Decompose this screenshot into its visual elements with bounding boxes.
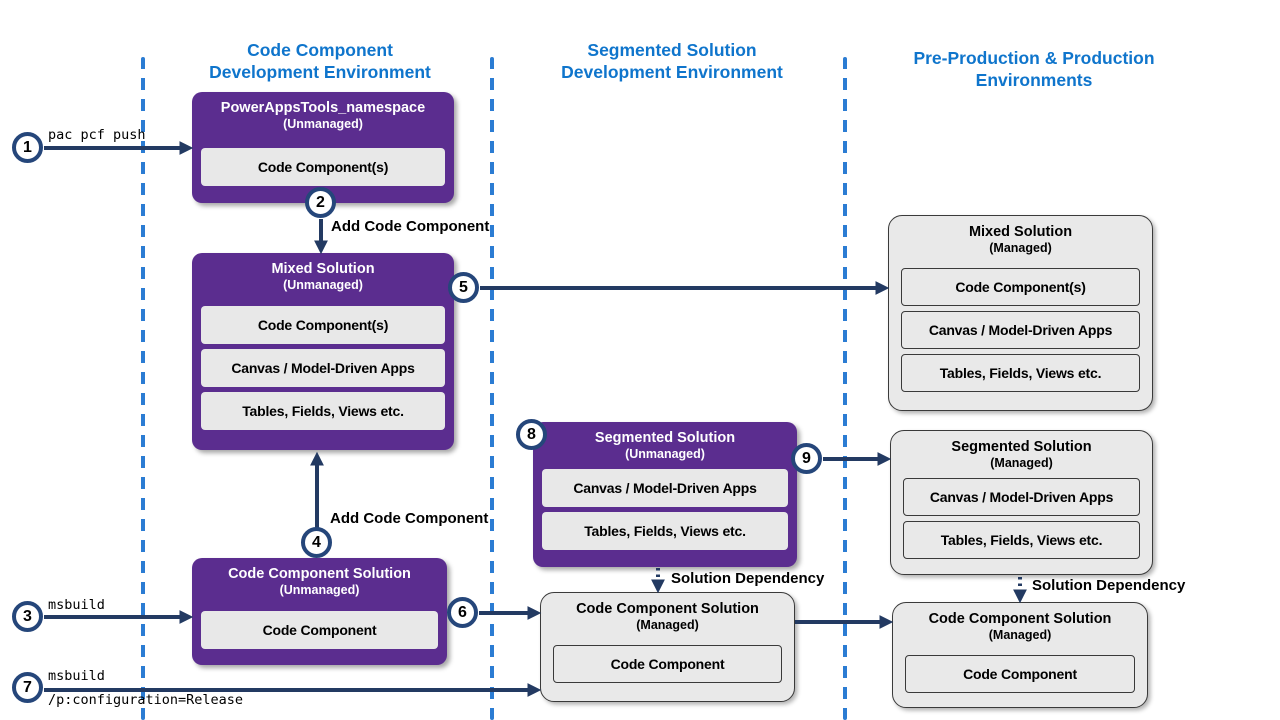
box-segmented-solution-unmanaged: Segmented Solution (Unmanaged) Canvas / …: [533, 422, 797, 567]
box-row-code-component: Code Component: [553, 645, 782, 683]
box-row-tables-fields-views: Tables, Fields, Views etc.: [201, 392, 445, 430]
box-powerappstools-namespace-unmanaged: PowerAppsTools_namespace (Unmanaged) Cod…: [192, 92, 454, 203]
header-line: Development Environment: [561, 62, 783, 82]
box-row-canvas-model-apps: Canvas / Model-Driven Apps: [542, 469, 788, 507]
box-row-canvas-model-apps: Canvas / Model-Driven Apps: [903, 478, 1140, 516]
box-row-code-components: Code Component(s): [901, 268, 1140, 306]
step-circle-7: 7: [12, 672, 43, 703]
box-code-component-solution-unmanaged: Code Component Solution (Unmanaged) Code…: [192, 558, 447, 665]
box-row-code-components: Code Component(s): [201, 306, 445, 344]
header-line: Code Component: [247, 40, 393, 60]
box-segmented-solution-managed: Segmented Solution (Managed) Canvas / Mo…: [890, 430, 1153, 575]
step-circle-8: 8: [516, 419, 547, 450]
box-subtitle: (Unmanaged): [283, 278, 363, 292]
box-subtitle: (Unmanaged): [283, 117, 363, 131]
header-segmented-solution-dev-env: Segmented Solution Development Environme…: [502, 39, 842, 83]
label-solution-dependency-mid: Solution Dependency: [671, 570, 825, 587]
label-add-code-component-bottom: Add Code Component: [330, 510, 489, 527]
box-title: Mixed Solution: [271, 261, 375, 277]
box-subtitle: (Managed): [636, 618, 699, 632]
label-msbuild-release-line1: msbuild: [48, 668, 105, 684]
box-row-code-components: Code Component(s): [201, 148, 445, 186]
label-add-code-component-top: Add Code Component: [331, 218, 490, 235]
box-subtitle: (Unmanaged): [625, 447, 705, 461]
box-subtitle: (Unmanaged): [279, 583, 360, 597]
box-row-tables-fields-views: Tables, Fields, Views etc.: [542, 512, 788, 550]
step-circle-2: 2: [305, 187, 336, 218]
header-line: Development Environment: [209, 62, 431, 82]
label-msbuild-release-line2: /p:configuration=Release: [48, 692, 244, 708]
box-subtitle: (Managed): [990, 456, 1053, 470]
step-circle-9: 9: [791, 443, 822, 474]
column-separator-3: [843, 57, 847, 720]
label-solution-dependency-right: Solution Dependency: [1032, 577, 1186, 594]
column-separator-1: [141, 57, 145, 720]
box-code-component-solution-managed-right: Code Component Solution (Managed) Code C…: [892, 602, 1148, 708]
header-line: Environments: [975, 70, 1093, 90]
box-code-component-solution-managed-mid: Code Component Solution (Managed) Code C…: [540, 592, 795, 702]
box-row-code-component: Code Component: [905, 655, 1135, 693]
step-circle-5: 5: [448, 272, 479, 303]
header-line: Segmented Solution: [587, 40, 757, 60]
column-separator-2: [490, 57, 494, 720]
box-mixed-solution-managed: Mixed Solution (Managed) Code Component(…: [888, 215, 1153, 411]
box-row-tables-fields-views: Tables, Fields, Views etc.: [901, 354, 1140, 392]
label-pac-pcf-push: pac pcf push: [48, 127, 146, 143]
box-title: Mixed Solution: [968, 224, 1073, 240]
label-msbuild: msbuild: [48, 597, 105, 613]
box-title: Code Component Solution: [928, 611, 1112, 627]
box-row-tables-fields-views: Tables, Fields, Views etc.: [903, 521, 1140, 559]
box-title: Code Component Solution: [228, 566, 411, 582]
box-subtitle: (Managed): [989, 241, 1052, 255]
box-title: Segmented Solution: [594, 430, 736, 446]
box-title: Code Component Solution: [576, 601, 759, 617]
box-title: Segmented Solution: [951, 439, 1092, 455]
step-circle-4: 4: [301, 527, 332, 558]
header-line: Pre-Production & Production: [913, 48, 1155, 68]
header-preprod-prod-env: Pre-Production & Production Environments: [864, 47, 1204, 91]
box-row-canvas-model-apps: Canvas / Model-Driven Apps: [201, 349, 445, 387]
box-mixed-solution-unmanaged: Mixed Solution (Unmanaged) Code Componen…: [192, 253, 454, 450]
header-code-component-dev-env: Code Component Development Environment: [150, 39, 490, 83]
box-title: PowerAppsTools_namespace: [220, 100, 426, 116]
step-circle-3: 3: [12, 601, 43, 632]
step-circle-1: 1: [12, 132, 43, 163]
box-row-code-component: Code Component: [201, 611, 438, 649]
box-row-canvas-model-apps: Canvas / Model-Driven Apps: [901, 311, 1140, 349]
box-subtitle: (Managed): [988, 628, 1052, 642]
step-circle-6: 6: [447, 597, 478, 628]
